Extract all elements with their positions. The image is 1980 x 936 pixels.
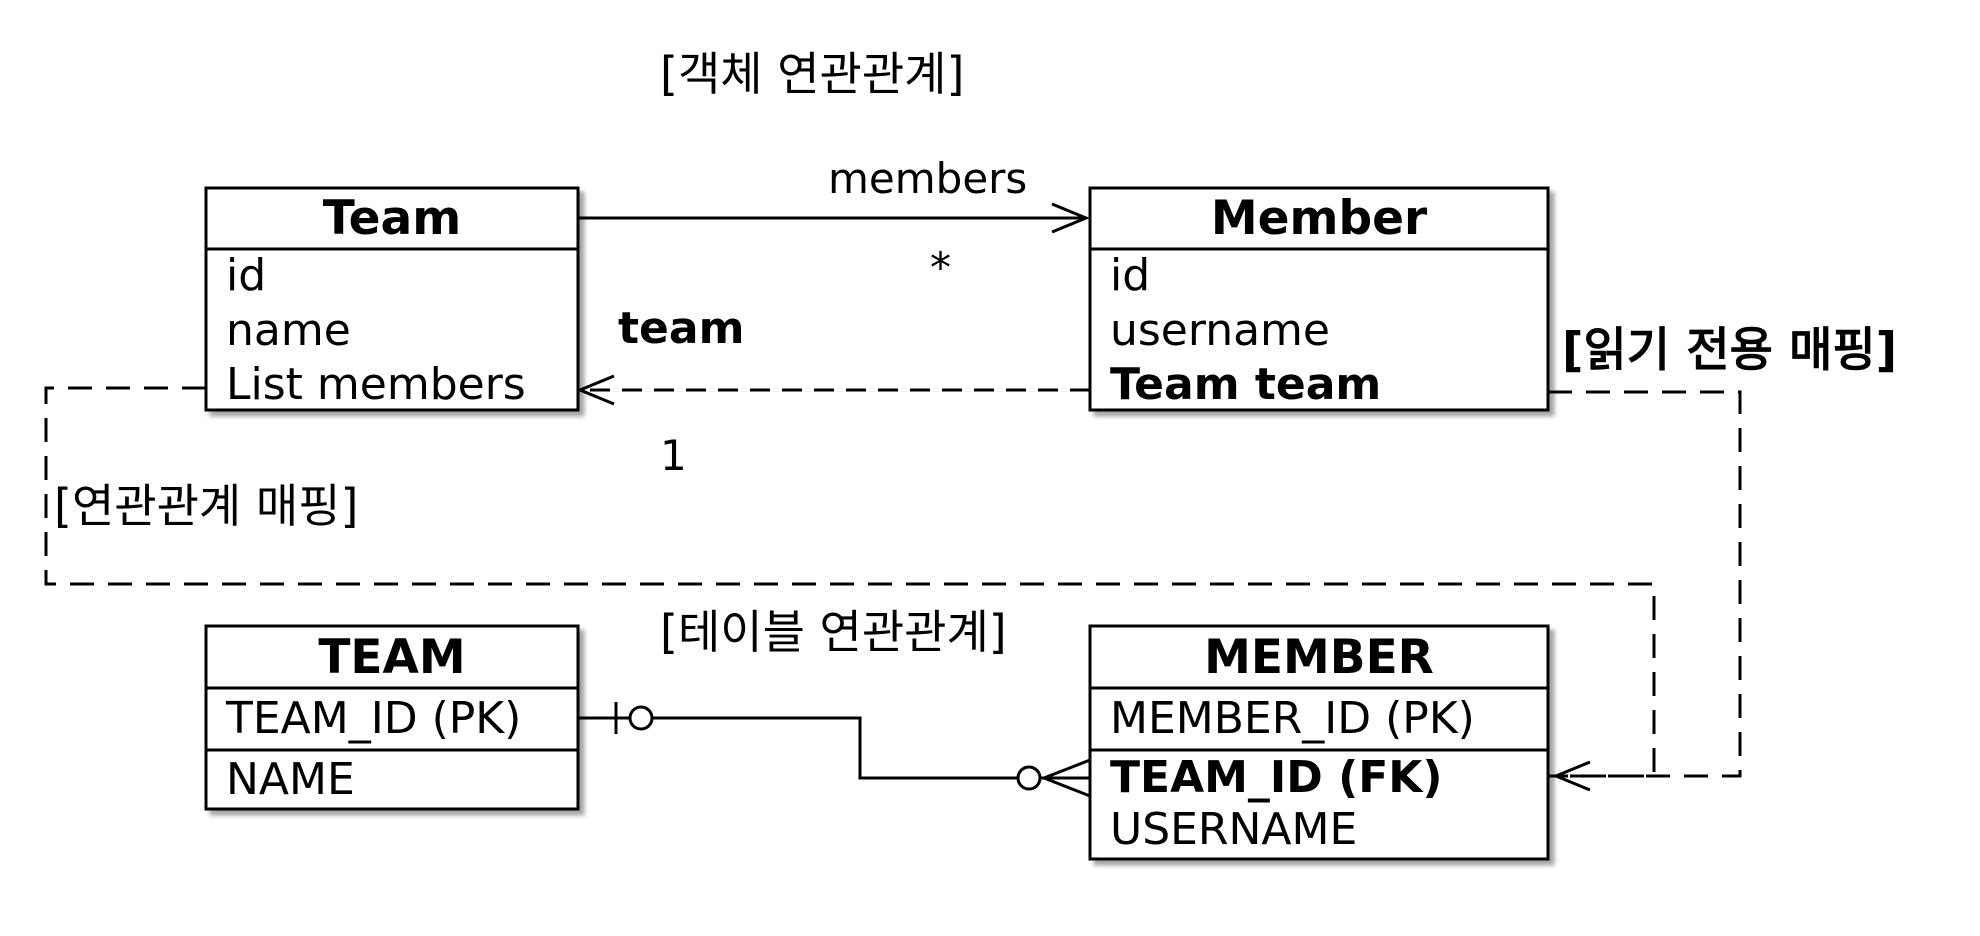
team-field-name: name — [226, 305, 351, 356]
relationship-mapping-label: [연관관계 매핑] — [54, 479, 358, 533]
many-multiplicity-label: * — [930, 243, 951, 292]
member-field-team: Team team — [1110, 359, 1381, 410]
team-field-members: List members — [226, 359, 526, 410]
object-relationship-title: [객체 연관관계] — [660, 47, 964, 101]
read-only-mapping-path — [1548, 390, 1742, 792]
member-table-pk: MEMBER_ID (PK) — [1110, 693, 1475, 744]
team-class-name: Team — [323, 191, 461, 246]
team-table-name: TEAM — [318, 630, 465, 685]
members-association — [578, 202, 1090, 234]
team-table-box: TEAM TEAM_ID (PK) NAME — [204, 624, 580, 811]
team-field-id: id — [226, 250, 266, 301]
members-association-label: members — [828, 154, 1027, 203]
team-class-box: Team id name List members — [204, 186, 580, 412]
team-association-label: team — [618, 303, 744, 354]
member-class-box: Member id username Team team — [1088, 186, 1550, 412]
er-relationship-line — [578, 702, 1091, 798]
member-table-fk: TEAM_ID (FK) — [1110, 752, 1443, 803]
one-multiplicity-label: 1 — [660, 431, 687, 480]
team-table-pk: TEAM_ID (PK) — [225, 693, 521, 744]
team-association — [576, 374, 1090, 406]
relationship-mapping-dashed-path — [44, 386, 1656, 778]
member-table-box: MEMBER MEMBER_ID (PK) TEAM_ID (FK) USERN… — [1088, 624, 1550, 861]
member-class-name: Member — [1211, 191, 1428, 246]
read-only-mapping-label: [읽기 전용 매핑] — [1562, 323, 1897, 378]
member-table-name: MEMBER — [1204, 630, 1434, 685]
team-table-column-name: NAME — [226, 754, 355, 805]
member-field-username: username — [1110, 305, 1330, 356]
member-table-column-username: USERNAME — [1110, 804, 1357, 855]
member-field-id: id — [1110, 250, 1150, 301]
table-relationship-title: [테이블 연관관계] — [660, 605, 1007, 659]
